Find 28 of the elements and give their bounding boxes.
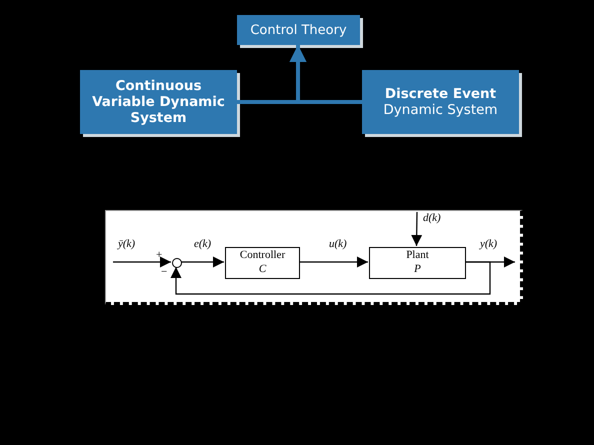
- arrow: [299, 256, 368, 268]
- sign-label: +: [155, 249, 164, 262]
- node-title: Plant: [406, 249, 429, 263]
- node-subtitle: Dynamic System: [382, 102, 499, 118]
- node-subtitle: C: [258, 263, 266, 277]
- arrow: [170, 261, 491, 295]
- category-box: [237, 15, 360, 45]
- category-box: [362, 70, 519, 134]
- sign-label: −: [160, 266, 168, 278]
- signal-label: d(k): [422, 212, 442, 224]
- signal-label: u(k): [328, 238, 348, 250]
- signal-label: e(k): [193, 238, 212, 250]
- signal-label: y(k): [479, 238, 498, 250]
- node-title: Control Theory: [249, 22, 348, 38]
- arrow: [290, 45, 362, 104]
- node-subtitle: P: [414, 263, 421, 277]
- category-box: [80, 70, 237, 134]
- diagram-panel: [105, 210, 523, 305]
- arrow: [181, 256, 224, 268]
- node-title: Continuous Variable Dynamic System: [91, 78, 226, 126]
- arrow: [113, 256, 171, 268]
- block-box: [369, 247, 466, 279]
- signal-label: ȳ(k): [117, 238, 136, 250]
- node-title: Controller: [240, 249, 286, 263]
- summing-junction: [172, 258, 182, 268]
- node-title: Discrete Event: [384, 86, 498, 102]
- arrow: [411, 212, 422, 246]
- block-box: [225, 247, 300, 279]
